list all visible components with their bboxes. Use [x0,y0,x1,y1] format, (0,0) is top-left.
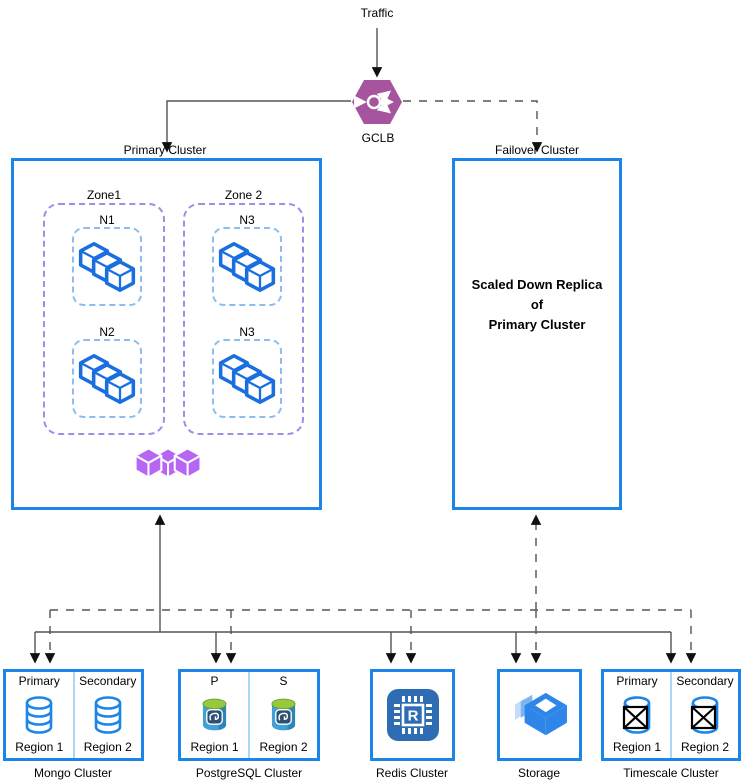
mongo-cluster-box: Primary Region 1 Secondary Region 2 [3,669,144,761]
timescale-region2-label: Region 2 [680,740,730,754]
gclb-to-failover-connector [403,100,543,153]
node-n1-label: N1 [99,213,115,227]
redis-cluster-box: R [370,669,455,761]
postgres-secondary-half: S Region 2 [248,672,317,758]
primary-cluster-box: Zone1 N1 N2 Zone 2 N3 [11,158,322,510]
postgres-region2-label: Region 2 [259,740,308,754]
timescale-secondary-half: Secondary Region 2 [670,672,738,758]
redis-chip-icon: R [386,689,439,741]
timescale-primary-label: Primary [616,674,658,688]
crossed-database-icon [622,695,654,735]
failover-cluster-label: Failover Cluster [494,143,580,157]
redis-glyph: R [407,708,418,725]
failover-cluster-text: Scaled Down Replica of Primary Cluster [471,277,603,332]
mongo-region1-label: Region 1 [15,740,64,754]
mongo-secondary-label: Secondary [79,674,137,688]
mongo-region2-label: Region 2 [83,740,132,754]
timescale-primary-half: Primary Region 1 [604,672,670,758]
gclb-label: GCLB [361,131,395,145]
node-n3-top: N3 [212,213,282,306]
database-icon [92,695,124,735]
storage-title: Storage [517,766,561,780]
mongo-primary-half: Primary Region 1 [6,672,73,758]
mongo-cluster-title: Mongo Cluster [33,766,113,780]
zone-2: Zone 2 N3 N3 [183,188,304,435]
timescale-region1-label: Region 1 [612,740,662,754]
timescale-secondary-label: Secondary [676,674,734,688]
traffic-label: Traffic [360,6,394,20]
workload-cubes-icon [218,242,276,292]
mongo-secondary-half: Secondary Region 2 [72,672,142,758]
gclb-to-primary-connector [161,100,351,153]
crossed-database-icon [690,695,722,735]
postgres-cluster-box: P Region 1 S Region 2 [178,669,320,761]
gclb-icon [352,80,402,124]
node-n3-bottom: N3 [212,325,282,418]
postgres-cluster-title: PostgreSQL Cluster [195,766,303,780]
postgres-s-label: S [279,674,288,688]
postgres-icon [271,698,296,731]
node-n3-top-label: N3 [239,213,255,227]
storage-icon [514,692,567,736]
timescale-cluster-title: Timescale Cluster [623,766,719,780]
workload-cubes-icon [78,242,136,292]
zone-1: Zone1 N1 N2 [43,188,165,435]
cluster-hexagons-icon [134,449,201,479]
storage-box [497,669,582,761]
postgres-primary-half: P Region 1 [181,672,248,758]
workload-cubes-icon [78,354,136,404]
postgres-icon [202,698,227,731]
node-n3-bottom-label: N3 [239,325,255,339]
database-icon [23,695,55,735]
zone-2-label: Zone 2 [224,188,263,202]
primary-cluster-label: Primary Cluster [123,143,207,157]
failover-cluster-box: Scaled Down Replica of Primary Cluster [452,158,622,510]
node-n2: N2 [72,325,142,418]
postgres-region1-label: Region 1 [190,740,239,754]
postgres-p-label: P [210,674,219,688]
workload-cubes-icon [218,354,276,404]
node-n2-label: N2 [99,325,115,339]
mongo-primary-label: Primary [18,674,60,688]
node-n1: N1 [72,213,142,306]
timescale-cluster-box: Primary Region 1 Secondary Region 2 [601,669,741,761]
redis-cluster-title: Redis Cluster [375,766,449,780]
zone-1-label: Zone1 [86,188,122,202]
